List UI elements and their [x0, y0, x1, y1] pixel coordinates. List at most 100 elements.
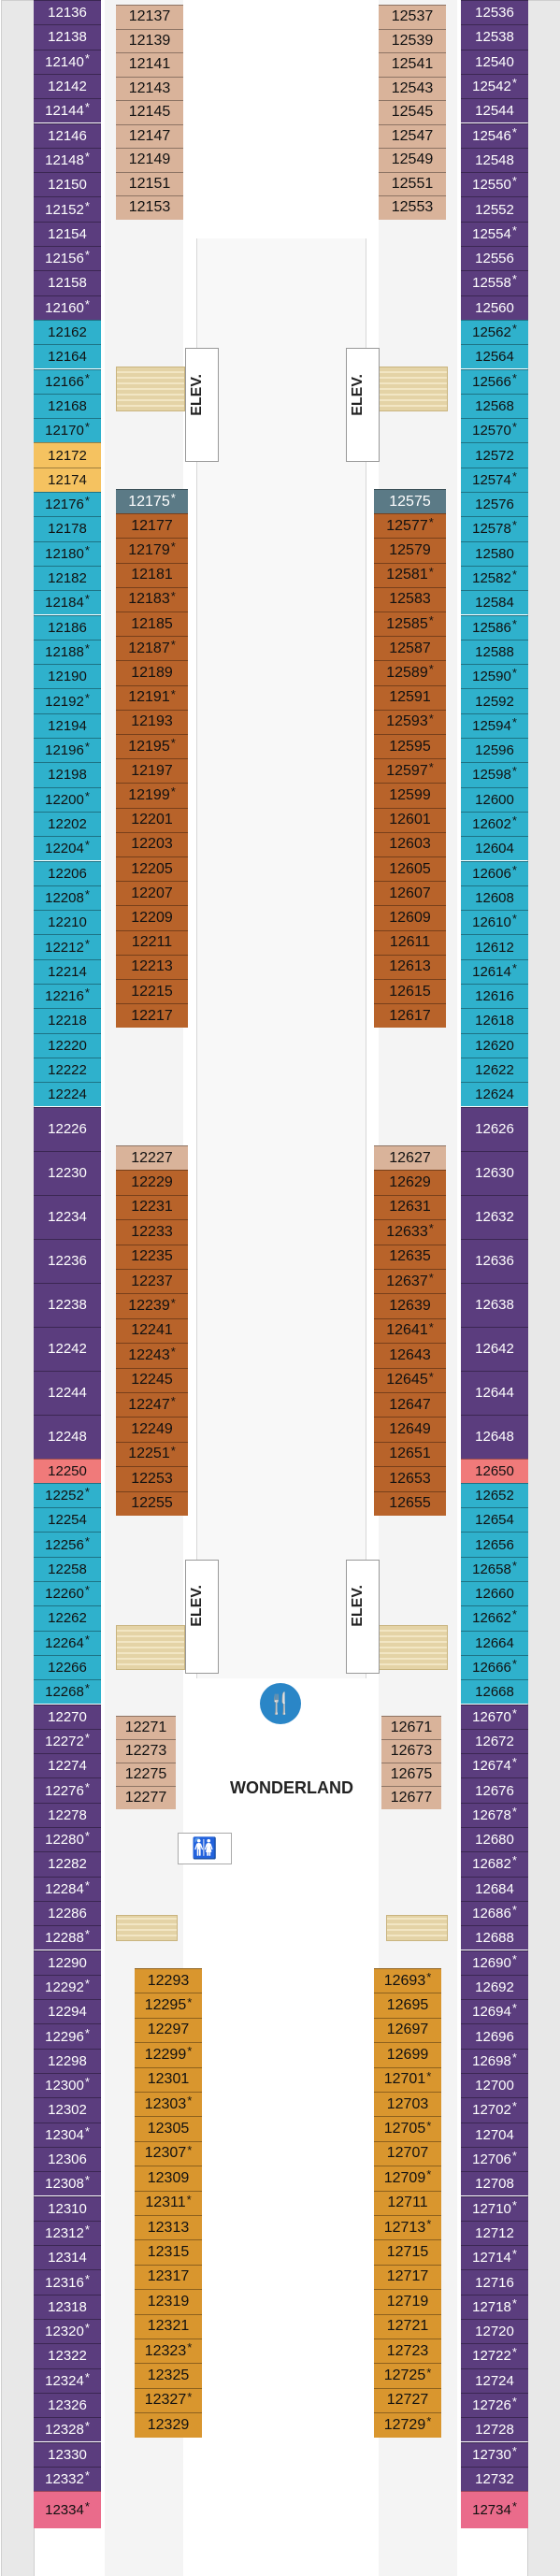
cabin-12701[interactable]: 12701* — [374, 2066, 441, 2092]
cabin-12222[interactable]: 12222 — [34, 1057, 101, 1083]
cabin-12714[interactable]: 12714* — [461, 2245, 528, 2270]
cabin-12721[interactable]: 12721 — [374, 2313, 441, 2339]
cabin-12258[interactable]: 12258 — [34, 1556, 101, 1581]
cabin-12304[interactable]: 12304* — [34, 2122, 101, 2147]
cabin-12686[interactable]: 12686* — [461, 1900, 528, 1926]
cabin-12599[interactable]: 12599 — [374, 783, 446, 808]
cabin-12309[interactable]: 12309 — [135, 2166, 202, 2191]
cabin-12626[interactable]: 12626 — [461, 1106, 528, 1151]
cabin-12562[interactable]: 12562* — [461, 319, 528, 345]
cabin-12233[interactable]: 12233 — [116, 1219, 188, 1245]
cabin-12293[interactable]: 12293 — [135, 1968, 202, 1993]
cabin-12595[interactable]: 12595 — [374, 734, 446, 759]
cabin-12719[interactable]: 12719 — [374, 2289, 441, 2314]
cabin-12216[interactable]: 12216* — [34, 984, 101, 1009]
cabin-12647[interactable]: 12647 — [374, 1392, 446, 1418]
cabin-12320[interactable]: 12320* — [34, 2319, 101, 2344]
cabin-12590[interactable]: 12590* — [461, 664, 528, 689]
cabin-12270[interactable]: 12270 — [34, 1704, 101, 1729]
cabin-12196[interactable]: 12196* — [34, 738, 101, 763]
cabin-12154[interactable]: 12154 — [34, 221, 101, 246]
cabin-12636[interactable]: 12636 — [461, 1238, 528, 1283]
cabin-12606[interactable]: 12606* — [461, 860, 528, 885]
cabin-12302[interactable]: 12302 — [34, 2097, 101, 2123]
cabin-12220[interactable]: 12220 — [34, 1032, 101, 1058]
cabin-12698[interactable]: 12698* — [461, 2048, 528, 2073]
cabin-12541[interactable]: 12541 — [379, 52, 446, 77]
cabin-12149[interactable]: 12149 — [116, 148, 183, 172]
cabin-12574[interactable]: 12574* — [461, 467, 528, 492]
cabin-12151[interactable]: 12151 — [116, 171, 183, 195]
cabin-12252[interactable]: 12252* — [34, 1482, 101, 1508]
cabin-12699[interactable]: 12699 — [374, 2042, 441, 2067]
cabin-12729[interactable]: 12729* — [374, 2412, 441, 2438]
cabin-12656[interactable]: 12656 — [461, 1532, 528, 1557]
cabin-12158[interactable]: 12158 — [34, 270, 101, 295]
cabin-12160[interactable]: 12160* — [34, 295, 101, 320]
cabin-12697[interactable]: 12697 — [374, 2017, 441, 2043]
cabin-12718[interactable]: 12718* — [461, 2294, 528, 2319]
cabin-12550[interactable]: 12550* — [461, 172, 528, 197]
cabin-12544[interactable]: 12544 — [461, 98, 528, 123]
cabin-12593[interactable]: 12593* — [374, 709, 446, 734]
cabin-12700[interactable]: 12700 — [461, 2073, 528, 2098]
cabin-12177[interactable]: 12177 — [116, 513, 188, 539]
cabin-12236[interactable]: 12236 — [34, 1238, 101, 1283]
cabin-12664[interactable]: 12664 — [461, 1630, 528, 1655]
cabin-12322[interactable]: 12322 — [34, 2343, 101, 2368]
cabin-12654[interactable]: 12654 — [461, 1507, 528, 1533]
cabin-12734[interactable]: 12734* — [461, 2491, 528, 2529]
cabin-12242[interactable]: 12242 — [34, 1326, 101, 1371]
cabin-12205[interactable]: 12205 — [116, 856, 188, 882]
cabin-12218[interactable]: 12218 — [34, 1008, 101, 1033]
cabin-12230[interactable]: 12230 — [34, 1150, 101, 1195]
cabin-12326[interactable]: 12326 — [34, 2392, 101, 2418]
cabin-12319[interactable]: 12319 — [135, 2289, 202, 2314]
cabin-12271[interactable]: 12271 — [116, 1716, 176, 1739]
cabin-12722[interactable]: 12722* — [461, 2343, 528, 2368]
cabin-12601[interactable]: 12601 — [374, 807, 446, 832]
cabin-12170[interactable]: 12170* — [34, 418, 101, 443]
cabin-12325[interactable]: 12325 — [135, 2363, 202, 2388]
cabin-12288[interactable]: 12288* — [34, 1925, 101, 1950]
cabin-12732[interactable]: 12732 — [461, 2466, 528, 2492]
cabin-12556[interactable]: 12556 — [461, 246, 528, 271]
cabin-12324[interactable]: 12324* — [34, 2367, 101, 2393]
cabin-12670[interactable]: 12670* — [461, 1704, 528, 1729]
cabin-12214[interactable]: 12214 — [34, 958, 101, 984]
cabin-12629[interactable]: 12629 — [374, 1170, 446, 1195]
cabin-12536[interactable]: 12536 — [461, 0, 528, 25]
cabin-12234[interactable]: 12234 — [34, 1194, 101, 1239]
cabin-12197[interactable]: 12197 — [116, 758, 188, 784]
cabin-12142[interactable]: 12142 — [34, 73, 101, 99]
cabin-12594[interactable]: 12594* — [461, 712, 528, 738]
cabin-12639[interactable]: 12639 — [374, 1293, 446, 1318]
cabin-12645[interactable]: 12645* — [374, 1367, 446, 1392]
cabin-12704[interactable]: 12704 — [461, 2122, 528, 2147]
cabin-12711[interactable]: 12711 — [374, 2190, 441, 2215]
cabin-12572[interactable]: 12572 — [461, 442, 528, 468]
cabin-12306[interactable]: 12306 — [34, 2146, 101, 2172]
cabin-12318[interactable]: 12318 — [34, 2294, 101, 2319]
cabin-12560[interactable]: 12560 — [461, 295, 528, 320]
cabin-12245[interactable]: 12245 — [116, 1367, 188, 1392]
cabin-12224[interactable]: 12224 — [34, 1082, 101, 1107]
cabin-12597[interactable]: 12597* — [374, 758, 446, 784]
cabin-12584[interactable]: 12584 — [461, 590, 528, 615]
cabin-12673[interactable]: 12673 — [381, 1739, 441, 1763]
cabin-12611[interactable]: 12611 — [374, 929, 446, 955]
cabin-12578[interactable]: 12578* — [461, 516, 528, 541]
cabin-12680[interactable]: 12680 — [461, 1827, 528, 1852]
cabin-12568[interactable]: 12568 — [461, 393, 528, 419]
cabin-12612[interactable]: 12612 — [461, 934, 528, 959]
cabin-12694[interactable]: 12694* — [461, 1999, 528, 2024]
cabin-12187[interactable]: 12187* — [116, 636, 188, 661]
cabin-12140[interactable]: 12140* — [34, 49, 101, 74]
cabin-12547[interactable]: 12547 — [379, 123, 446, 148]
cabin-12641[interactable]: 12641* — [374, 1317, 446, 1344]
cabin-12144[interactable]: 12144* — [34, 98, 101, 123]
cabin-12582[interactable]: 12582* — [461, 565, 528, 591]
cabin-12190[interactable]: 12190 — [34, 664, 101, 689]
cabin-12313[interactable]: 12313 — [135, 2215, 202, 2240]
cabin-12662[interactable]: 12662* — [461, 1605, 528, 1631]
